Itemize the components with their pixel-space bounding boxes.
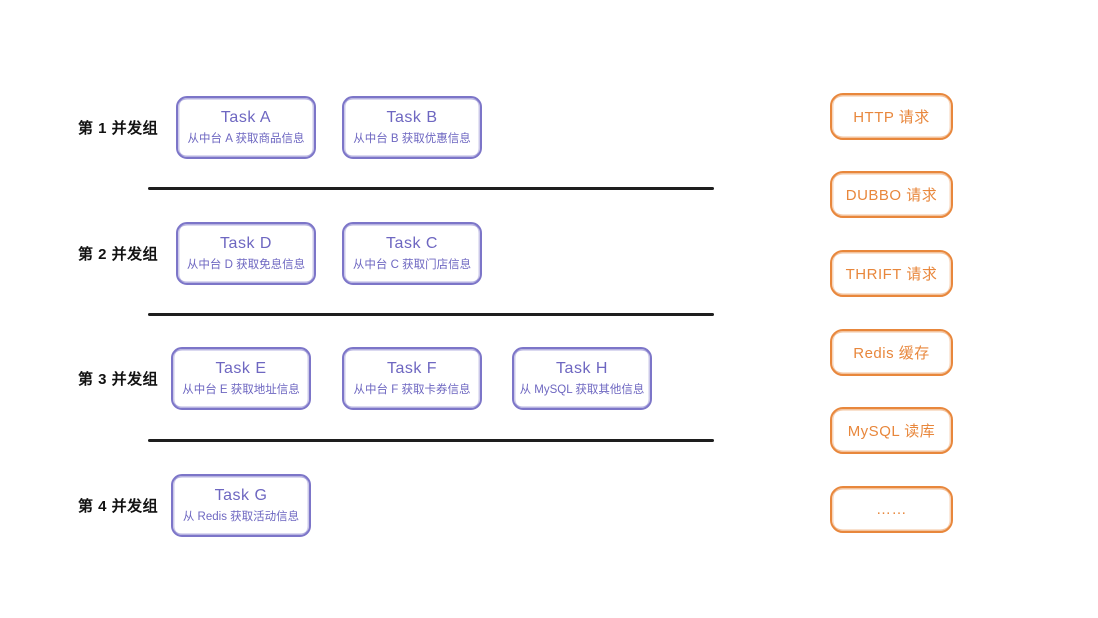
task-title: Task E bbox=[215, 360, 267, 377]
group-divider-1 bbox=[148, 187, 714, 190]
task-subtitle: 从中台 F 获取卡券信息 bbox=[353, 384, 471, 396]
legend-redis-cache-card: Redis 缓存 bbox=[830, 329, 953, 376]
task-title: Task D bbox=[220, 235, 272, 252]
group-3-label: 第 3 并发组 bbox=[78, 371, 159, 388]
task-b-card: Task B 从中台 B 获取优惠信息 bbox=[342, 96, 482, 159]
task-title: Task B bbox=[386, 109, 438, 126]
task-subtitle: 从中台 B 获取优惠信息 bbox=[353, 133, 471, 145]
group-divider-3 bbox=[148, 439, 714, 442]
legend-http-request-card: HTTP 请求 bbox=[830, 93, 953, 140]
task-e-card: Task E 从中台 E 获取地址信息 bbox=[171, 347, 311, 410]
group-1-label: 第 1 并发组 bbox=[78, 120, 159, 137]
task-subtitle: 从中台 E 获取地址信息 bbox=[182, 384, 300, 396]
task-title: Task C bbox=[386, 235, 438, 252]
task-subtitle: 从中台 A 获取商品信息 bbox=[187, 133, 305, 145]
task-title: Task F bbox=[386, 360, 438, 377]
group-4-label: 第 4 并发组 bbox=[78, 498, 159, 515]
task-subtitle: 从中台 D 获取免息信息 bbox=[186, 259, 306, 271]
task-subtitle: 从 MySQL 获取其他信息 bbox=[519, 384, 645, 396]
legend-label: MySQL 读库 bbox=[847, 423, 936, 440]
legend-dubbo-request-card: DUBBO 请求 bbox=[830, 171, 953, 218]
task-d-card: Task D 从中台 D 获取免息信息 bbox=[176, 222, 316, 285]
task-a-card: Task A 从中台 A 获取商品信息 bbox=[176, 96, 316, 159]
task-f-card: Task F 从中台 F 获取卡券信息 bbox=[342, 347, 482, 410]
group-2-label: 第 2 并发组 bbox=[78, 246, 159, 263]
legend-thrift-request-card: THRIFT 请求 bbox=[830, 250, 953, 297]
task-title: Task H bbox=[556, 360, 608, 377]
legend-mysql-read-card: MySQL 读库 bbox=[830, 407, 953, 454]
legend-label: Redis 缓存 bbox=[853, 345, 930, 362]
legend-label: THRIFT 请求 bbox=[845, 266, 938, 283]
task-subtitle: 从 Redis 获取活动信息 bbox=[182, 511, 300, 523]
legend-label: DUBBO 请求 bbox=[845, 187, 938, 204]
task-title: Task A bbox=[220, 109, 272, 126]
task-g-card: Task G 从 Redis 获取活动信息 bbox=[171, 474, 311, 537]
task-c-card: Task C 从中台 C 获取门店信息 bbox=[342, 222, 482, 285]
legend-ellipsis-card: …… bbox=[830, 486, 953, 533]
legend-label: …… bbox=[876, 501, 907, 518]
group-divider-2 bbox=[148, 313, 714, 316]
legend-label: HTTP 请求 bbox=[853, 109, 930, 126]
task-h-card: Task H 从 MySQL 获取其他信息 bbox=[512, 347, 652, 410]
task-subtitle: 从中台 C 获取门店信息 bbox=[352, 259, 472, 271]
task-title: Task G bbox=[214, 487, 268, 504]
